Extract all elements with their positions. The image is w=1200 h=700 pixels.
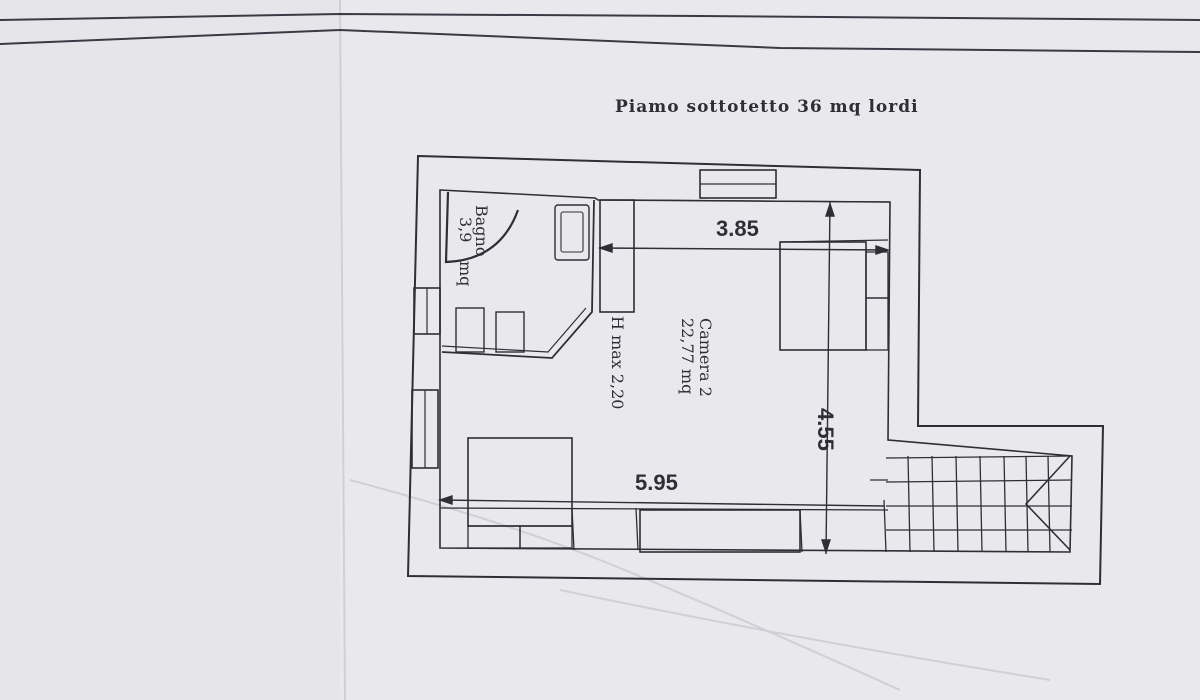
dim-line-horizontal-bottom — [439, 499, 885, 507]
bathroom-toilet — [455, 307, 485, 353]
bathroom-label: Bagno 3,9 mq — [456, 205, 491, 286]
camera-label: Camera 2 22,77 mq — [678, 318, 715, 397]
bathroom-name: Bagno — [472, 205, 491, 256]
bathroom-wall — [441, 199, 595, 359]
closet-column — [599, 199, 635, 313]
bathroom-bidet — [495, 311, 525, 353]
bathroom-sink — [554, 204, 590, 261]
bathroom-door-arc — [444, 191, 520, 264]
outer-wall — [406, 154, 1105, 586]
dimension-width-top: 3.85 — [716, 216, 759, 241]
floor-plan — [406, 154, 1105, 586]
camera-height: H max 2,20 — [608, 316, 627, 409]
dim-line-horizontal-top — [599, 247, 889, 251]
dimension-depth: 4.55 — [813, 408, 838, 451]
camera-area: 22,77 mq — [678, 318, 697, 394]
dimension-width-bottom: 5.95 — [635, 470, 678, 495]
staircase — [870, 455, 1073, 553]
camera-name: Camera 2 — [696, 318, 715, 397]
bathroom-area: 3,9 — [456, 217, 475, 242]
sheet-border — [0, 12, 1200, 53]
dimension-lines — [437, 201, 891, 555]
paper-folds — [339, 0, 1051, 700]
bottom-cabinet — [639, 509, 801, 553]
plan-title: Piamo sottotetto 36 mq lordi — [615, 97, 919, 117]
bathroom-unit: mq — [456, 261, 475, 286]
dim-line-vertical — [825, 201, 831, 555]
bathroom-wall-double — [441, 307, 587, 353]
inner-wall — [439, 189, 1073, 553]
